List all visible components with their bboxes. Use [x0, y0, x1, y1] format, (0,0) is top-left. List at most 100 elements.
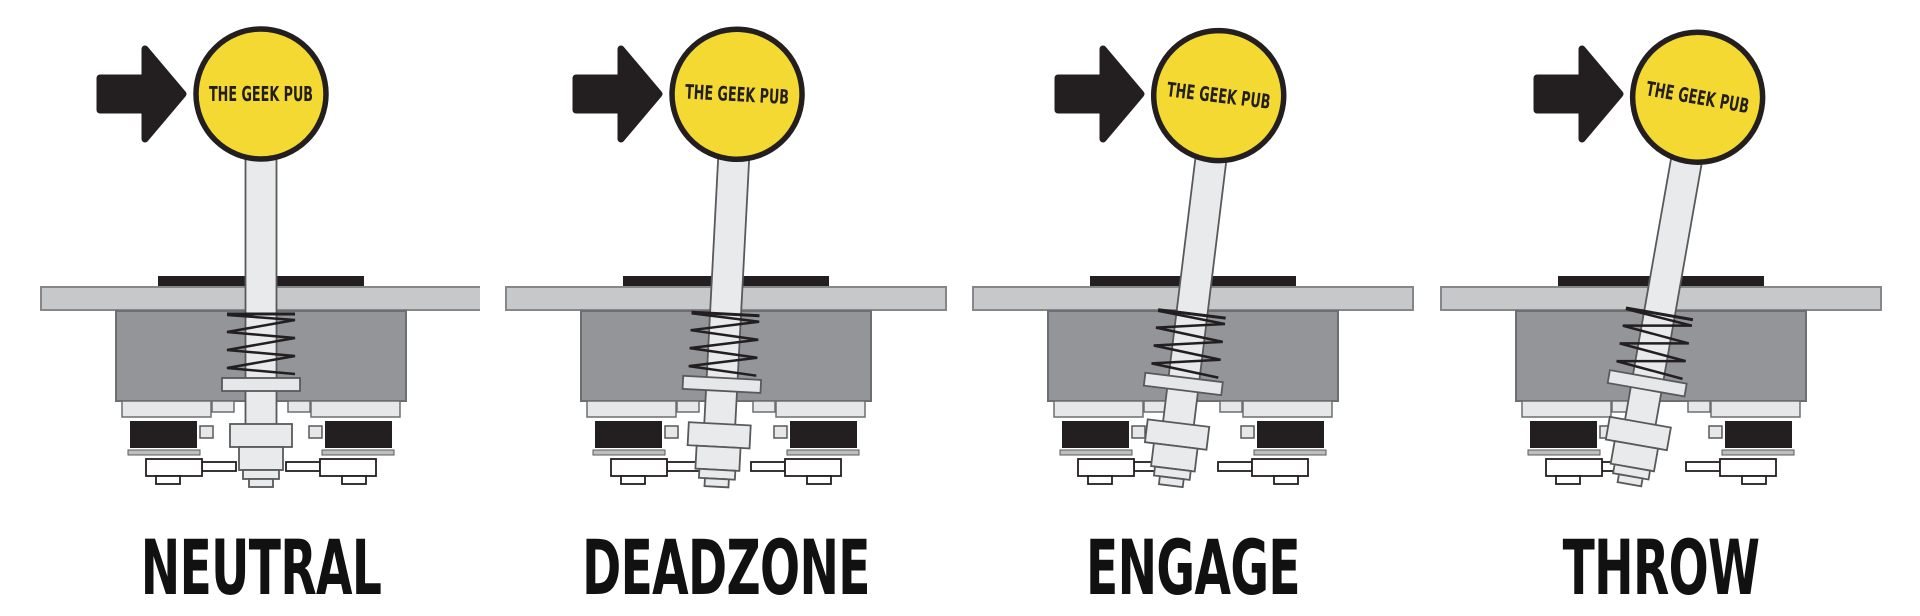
spring — [688, 311, 760, 377]
mount-tab-left — [1053, 400, 1144, 418]
actuator-mid — [694, 444, 742, 472]
actuator-top — [686, 421, 752, 450]
housing-foot-left — [1555, 475, 1581, 485]
actuator-tip — [1157, 475, 1185, 489]
housing-foot-right — [806, 475, 832, 485]
position-label: DEADZONE — [582, 523, 870, 612]
actuator-tip — [1616, 473, 1644, 488]
switch-housing-right — [784, 458, 842, 477]
stick-assembly: THE GEEK PUB — [1142, 27, 1287, 489]
small-tab-right — [287, 400, 311, 413]
switch-housing-right — [1719, 458, 1777, 477]
switch-bar-right — [321, 449, 395, 456]
stick-assembly: THE GEEK PUB — [1604, 29, 1766, 488]
e-clip-plate — [221, 377, 301, 392]
ball-logo-text: THE GEEK PUB — [684, 80, 789, 109]
arrow-group — [1533, 45, 1624, 143]
housing-foot-left — [1087, 475, 1113, 485]
arrow-group — [1054, 45, 1145, 143]
microswitch-right — [325, 421, 392, 448]
switch-housing-left — [145, 458, 203, 477]
switch-housing-left — [610, 458, 668, 477]
small-tab-right — [1219, 400, 1243, 413]
arrow-group — [572, 45, 663, 143]
microswitch-right — [1257, 421, 1324, 448]
switch-nub-left — [1131, 425, 1146, 439]
switch-housing-left — [1545, 458, 1603, 477]
mount-tab-left — [1521, 400, 1612, 418]
stick-assembly: THE GEEK PUB — [193, 26, 329, 488]
connector-bar-left — [201, 461, 237, 472]
spring-top-coil — [691, 310, 760, 318]
microswitch-left — [595, 421, 662, 448]
switch-bar-left — [592, 449, 666, 456]
actuator-tip — [703, 477, 730, 489]
actuator-top — [229, 423, 293, 448]
panel-throw: THE GEEK PUB THROW — [1440, 0, 1920, 616]
ball-top — [1150, 27, 1287, 164]
ball-logo-text: THE GEEK PUB — [209, 82, 313, 106]
connector-bar-right — [750, 461, 786, 472]
mount-tab-left — [121, 400, 212, 418]
panel-deadzone: THE GEEK PUB DEADZONE — [480, 0, 960, 616]
switch-nub-right — [1708, 425, 1723, 439]
microswitch-left — [1530, 421, 1597, 448]
e-clip-plate — [681, 374, 763, 394]
microswitch-right — [1725, 421, 1792, 448]
switch-bar-left — [127, 449, 201, 456]
e-clip-plate — [1606, 369, 1688, 398]
housing-foot-left — [620, 475, 646, 485]
switch-bar-right — [786, 449, 860, 456]
switch-bar-left — [1527, 449, 1601, 456]
small-tab-left — [1143, 400, 1167, 413]
switch-bar-left — [1059, 449, 1133, 456]
ball-top — [193, 26, 329, 162]
actuator-tip — [248, 478, 274, 488]
housing-foot-right — [1741, 475, 1767, 485]
mount-tab-right — [310, 400, 401, 418]
stick-assembly: THE GEEK PUB — [669, 26, 805, 489]
joystick-illustration: THE GEEK PUB — [1440, 29, 1882, 488]
switch-housing-left — [1077, 458, 1135, 477]
joystick-illustration: THE GEEK PUB — [972, 27, 1414, 489]
joystick-illustration: THE GEEK PUB — [40, 26, 480, 488]
switch-nub-right — [308, 425, 323, 439]
connector-bar-right — [1217, 461, 1253, 472]
ball-top — [669, 26, 805, 163]
panel-engage: THE GEEK PUB ENGAGE — [960, 0, 1440, 616]
small-tab-right — [752, 400, 776, 413]
small-tab-left — [676, 400, 700, 413]
position-label: ENGAGE — [1086, 523, 1301, 612]
switch-housing-right — [319, 458, 377, 477]
spring — [1151, 309, 1226, 379]
housing-foot-left — [155, 475, 181, 485]
housing-foot-right — [341, 475, 367, 485]
small-tab-right — [1687, 400, 1711, 413]
microswitch-right — [790, 421, 857, 448]
switch-bar-right — [1253, 449, 1327, 456]
spring — [226, 313, 296, 376]
connector-bar-right — [285, 461, 321, 472]
arrow-group — [96, 45, 187, 143]
position-label: THROW — [1562, 523, 1760, 612]
switch-nub-right — [773, 425, 788, 439]
mount-tab-right — [1242, 400, 1333, 418]
spring — [1616, 307, 1693, 381]
ball-top — [1629, 29, 1766, 165]
switch-nub-left — [664, 425, 679, 439]
microswitch-left — [130, 421, 197, 448]
switch-bar-right — [1721, 449, 1795, 456]
actuator-mid — [238, 446, 284, 471]
spring-top-coil — [1157, 308, 1226, 320]
switch-nub-left — [199, 425, 214, 439]
actuator-low — [242, 469, 280, 480]
connector-bar-right — [1685, 461, 1721, 472]
right-arrow-icon — [572, 45, 663, 143]
mount-tab-right — [1710, 400, 1801, 418]
spring-top-coil — [1625, 306, 1694, 322]
microswitch-left — [1062, 421, 1129, 448]
right-arrow-icon — [1054, 45, 1145, 143]
joystick-illustration: THE GEEK PUB — [505, 26, 947, 489]
